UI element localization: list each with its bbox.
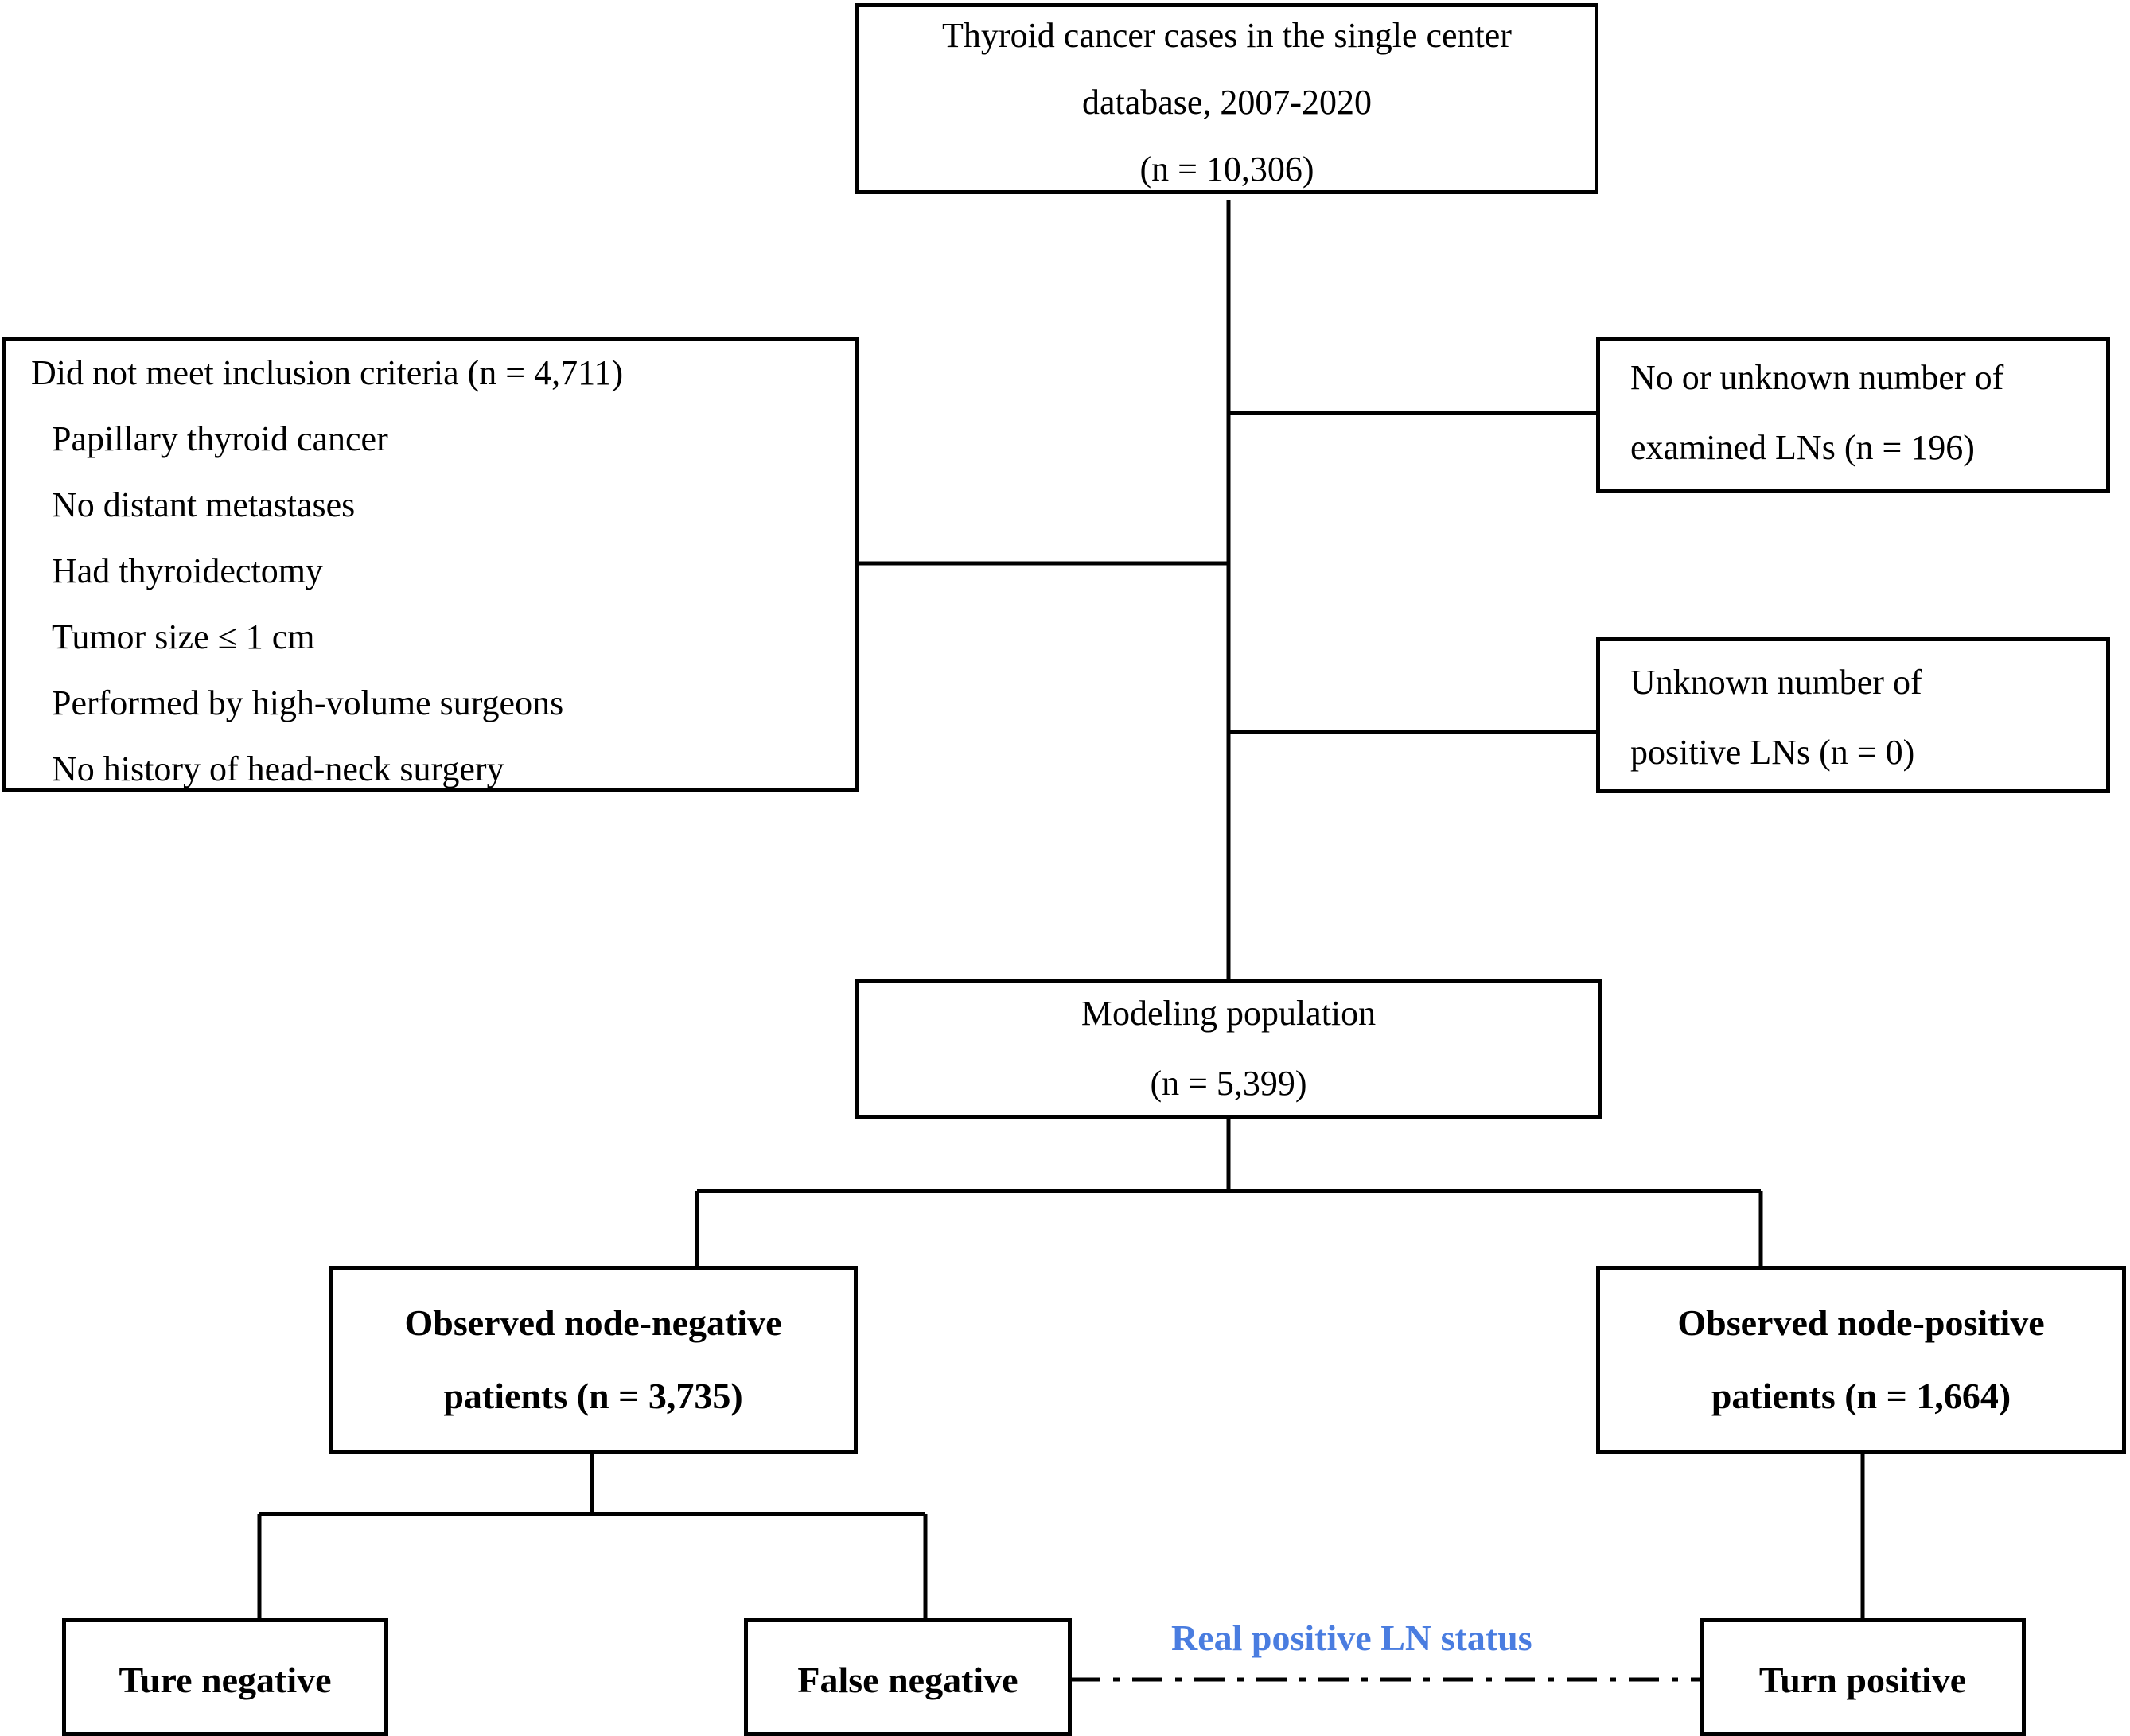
node-negative-line-2: patients (n = 3,735) [443, 1376, 743, 1416]
top-box: Thyroid cancer cases in the single cente… [855, 3, 1598, 194]
exclusion-item: Had thyroidectomy [52, 551, 323, 590]
modeling-line-2: (n = 5,399) [1150, 1064, 1307, 1103]
node-negative-line-1: Observed node-negative [404, 1302, 782, 1343]
exclusion-item: Papillary thyroid cancer [52, 419, 388, 458]
examined-ln-line-1: No or unknown number of [1630, 358, 2004, 397]
exclusion-title: Did not meet inclusion criteria (n = 4,7… [31, 353, 624, 392]
exclusion-box: Did not meet inclusion criteria (n = 4,7… [2, 337, 859, 792]
true-negative-box: Ture negative [62, 1618, 388, 1736]
exclusion-item: Performed by high-volume surgeons [52, 683, 564, 722]
positive-ln-box: Unknown number of positive LNs (n = 0) [1596, 637, 2110, 793]
exclusion-item: No history of head-neck surgery [52, 749, 504, 788]
top-box-line-1: Thyroid cancer cases in the single cente… [942, 16, 1512, 55]
node-positive-line-1: Observed node-positive [1677, 1302, 2045, 1343]
false-negative-label: False negative [797, 1660, 1018, 1700]
node-negative-box: Observed node-negative patients (n = 3,7… [329, 1266, 858, 1454]
node-positive-line-2: patients (n = 1,664) [1711, 1376, 2011, 1416]
exclusion-item: No distant metastases [52, 485, 356, 524]
top-box-line-3: (n = 10,306) [1139, 150, 1314, 189]
top-box-line-2: database, 2007-2020 [1081, 83, 1373, 122]
turn-positive-box: Turn positive [1700, 1618, 2026, 1736]
exclusion-item: Tumor size ≤ 1 cm [52, 617, 315, 656]
turn-positive-label: Turn positive [1758, 1660, 1967, 1700]
real-positive-status-label: Real positive LN status [1171, 1617, 1532, 1658]
examined-ln-line-2: examined LNs (n = 196) [1630, 428, 1975, 467]
true-negative-label: Ture negative [119, 1660, 332, 1700]
positive-ln-line-2: positive LNs (n = 0) [1630, 733, 1915, 772]
positive-ln-line-1: Unknown number of [1630, 663, 1922, 702]
modeling-line-1: Modeling population [1081, 994, 1377, 1033]
node-positive-box: Observed node-positive patients (n = 1,6… [1596, 1266, 2126, 1454]
examined-ln-box: No or unknown number of examined LNs (n … [1596, 337, 2110, 493]
false-negative-box: False negative [744, 1618, 1072, 1736]
modeling-box: Modeling population (n = 5,399) [855, 979, 1602, 1119]
